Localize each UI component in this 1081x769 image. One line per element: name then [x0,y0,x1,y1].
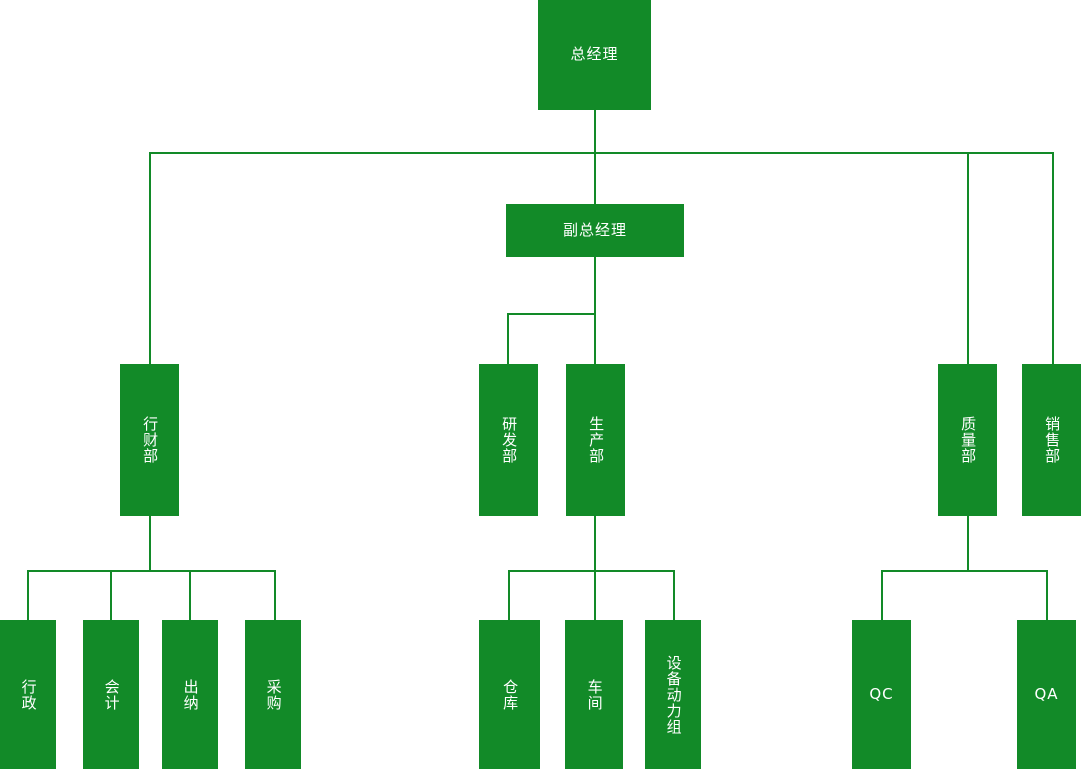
org-node-label: 销售部 [1043,416,1062,464]
connector-adminfin-d4 [274,570,276,620]
connector-quality-bus [881,570,1047,572]
connector-prod-bus [508,570,673,572]
connector-quality-stem [967,516,969,572]
connector-prod-stem [594,516,596,572]
connector-prod-d1 [508,570,510,620]
org-node-label: 质量部 [959,416,978,464]
connector-adminfin-bus [27,570,274,572]
org-node-deputy-gm[interactable]: 副总经理 [506,204,684,257]
connector-bus-to-quality [967,152,969,364]
connector-quality-d1 [881,570,883,620]
connector-bus-to-deputy [594,152,596,204]
org-node-rnd[interactable]: 研发部 [479,364,538,516]
connector-bus-to-adminfin [149,152,151,364]
connector-adminfin-d2 [110,570,112,620]
org-node-label: 设备动力组 [664,654,683,735]
org-node-label: 行政 [19,678,38,711]
org-node-quality[interactable]: 质量部 [938,364,997,516]
org-node-label: 会计 [102,678,121,711]
org-node-label: 车间 [585,678,604,711]
org-node-sales[interactable]: 销售部 [1022,364,1081,516]
org-node-purchasing[interactable]: 采购 [245,620,301,769]
connector-adminfin-d1 [27,570,29,620]
org-node-admin[interactable]: 行政 [0,620,56,769]
connector-deputy-bus [507,313,595,315]
org-node-label: 总经理 [570,45,619,64]
org-node-label: 副总经理 [562,220,627,239]
org-node-label: QC [869,684,894,703]
org-node-label: 仓库 [501,678,520,711]
connector-adminfin-stem [149,516,151,572]
org-node-qc[interactable]: QC [852,620,911,769]
connector-top-bus [149,152,1054,154]
org-node-label: 生产部 [587,416,606,464]
connector-gm-stem [594,110,596,154]
connector-bus-to-sales [1052,152,1054,364]
org-node-gm[interactable]: 总经理 [538,0,651,110]
org-node-label: 行财部 [141,416,160,464]
org-node-cashier[interactable]: 出纳 [162,620,218,769]
org-node-production[interactable]: 生产部 [566,364,625,516]
connector-quality-d2 [1046,570,1048,620]
org-node-equipment[interactable]: 设备动力组 [645,620,701,769]
org-node-label: 研发部 [500,416,519,464]
connector-deputy-to-rnd [507,313,509,364]
connector-prod-d2 [594,570,596,620]
org-node-admin-fin[interactable]: 行财部 [120,364,179,516]
connector-prod-d3 [673,570,675,620]
org-node-warehouse[interactable]: 仓库 [479,620,540,769]
org-node-qa[interactable]: QA [1017,620,1076,769]
connector-adminfin-d3 [189,570,191,620]
org-node-workshop[interactable]: 车间 [565,620,623,769]
org-node-label: 出纳 [181,678,200,711]
org-node-accounting[interactable]: 会计 [83,620,139,769]
org-node-label: QA [1034,684,1059,703]
org-node-label: 采购 [264,678,283,711]
connector-deputy-stem [594,257,596,364]
